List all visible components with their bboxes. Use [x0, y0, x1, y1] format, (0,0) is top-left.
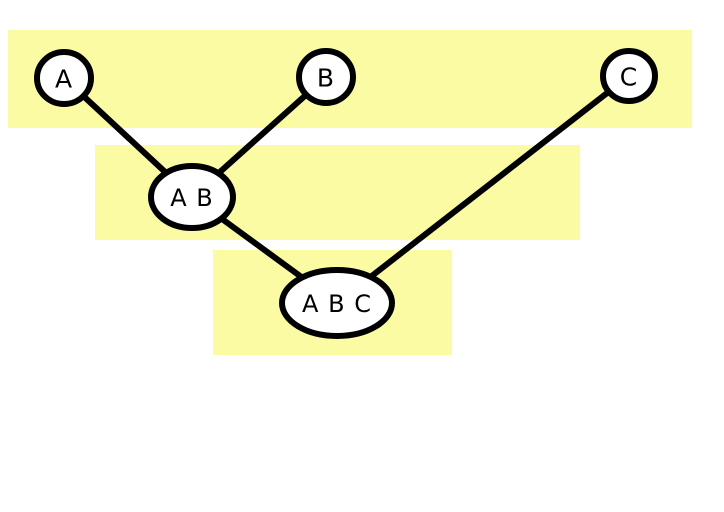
- node-abc-label: A B C: [302, 290, 372, 318]
- node-c-label: C: [620, 63, 638, 92]
- node-c: [600, 48, 658, 104]
- edge-c-abc: [335, 73, 631, 306]
- node-a-label: A: [55, 65, 73, 94]
- node-a: [34, 49, 94, 107]
- node-b-label: B: [317, 64, 335, 93]
- node-b: [296, 48, 356, 106]
- node-ab: [148, 163, 236, 231]
- node-ab-label: A B: [170, 184, 214, 212]
- node-abc: [279, 267, 395, 339]
